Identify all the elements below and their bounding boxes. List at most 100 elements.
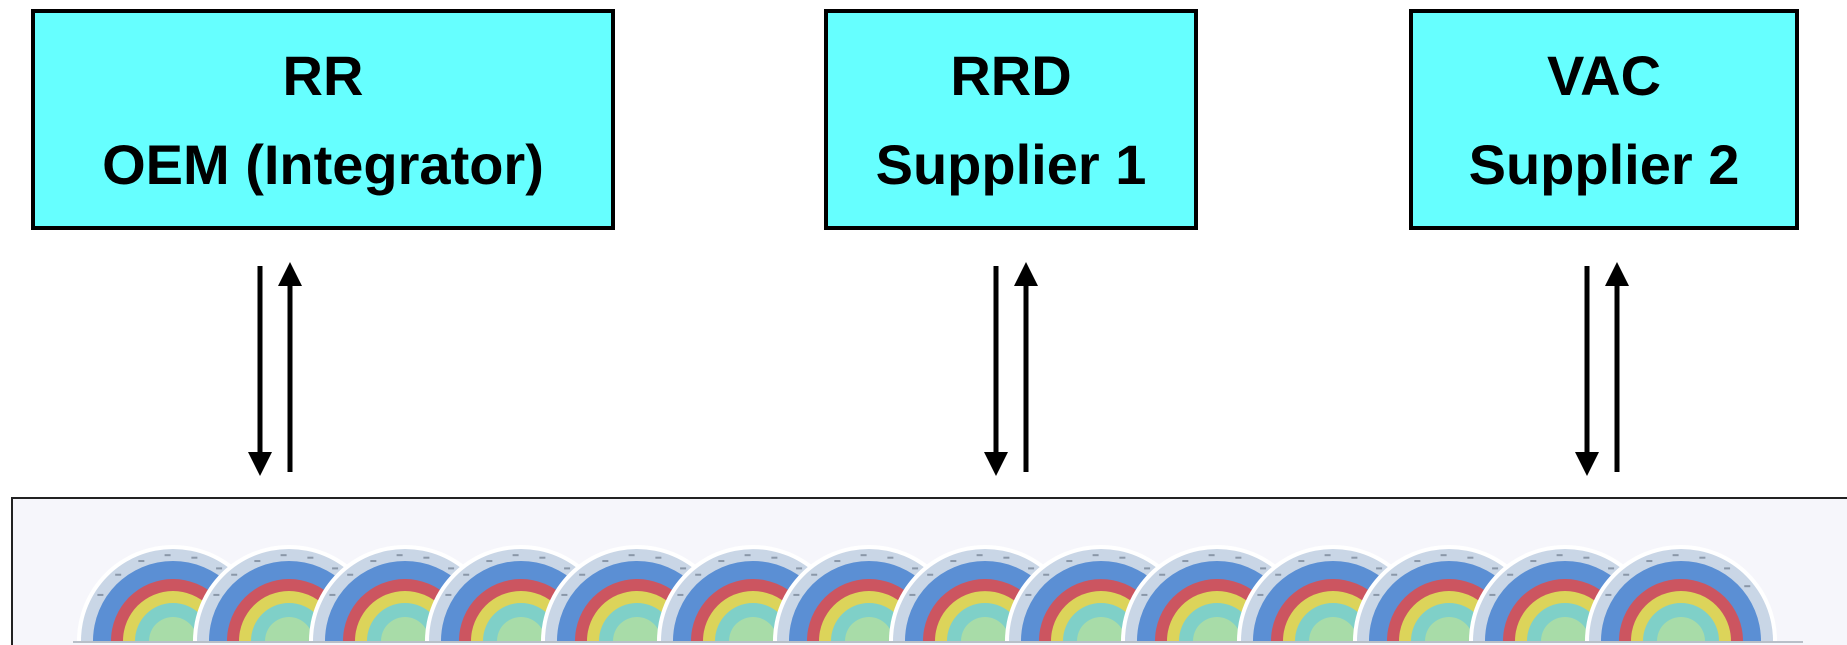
fan-label-mark bbox=[1623, 573, 1630, 576]
fan-label-mark bbox=[1391, 573, 1398, 576]
fan-label-mark bbox=[1025, 593, 1032, 596]
fan-label-mark bbox=[561, 593, 568, 596]
fan-label-mark bbox=[448, 567, 455, 570]
fan-label-mark bbox=[280, 554, 287, 557]
fan-label-mark bbox=[1556, 554, 1563, 557]
fan-label-mark bbox=[1672, 554, 1679, 557]
fan-label-mark bbox=[1141, 593, 1148, 596]
fan-label-mark bbox=[834, 560, 841, 563]
down-arrow-head bbox=[984, 452, 1008, 476]
fan-label-mark bbox=[796, 567, 803, 570]
fan-label-mark bbox=[1414, 560, 1421, 563]
box-role: OEM (Integrator) bbox=[102, 133, 544, 197]
fan-label-mark bbox=[1507, 573, 1514, 576]
fan-label-mark bbox=[216, 567, 223, 570]
box-code: VAC bbox=[1546, 43, 1662, 107]
fan-label-mark bbox=[950, 560, 957, 563]
fan-label-mark bbox=[486, 560, 493, 563]
fan-label-mark bbox=[1744, 585, 1751, 588]
fan-label-mark bbox=[771, 556, 778, 559]
fan-label-mark bbox=[539, 556, 546, 559]
fan-label-mark bbox=[579, 573, 586, 576]
fan-ring-5 bbox=[1077, 617, 1125, 641]
shared-data-panel bbox=[11, 497, 1847, 645]
fan-ring-5 bbox=[1193, 617, 1241, 641]
fan-label-mark bbox=[887, 556, 894, 559]
fan-label-mark bbox=[512, 554, 519, 557]
supplier-1-box: RRD Supplier 1 bbox=[824, 9, 1198, 230]
fan-diagram-icon bbox=[1585, 545, 1777, 641]
fan-label-mark bbox=[164, 554, 171, 557]
fan-label-mark bbox=[254, 560, 261, 563]
fan-label-mark bbox=[1298, 560, 1305, 563]
fan-label-mark bbox=[655, 556, 662, 559]
fan-label-mark bbox=[1159, 573, 1166, 576]
fan-label-mark bbox=[191, 556, 198, 559]
fan-ring-5 bbox=[613, 617, 661, 641]
box-role: Supplier 2 bbox=[1468, 133, 1740, 197]
fan-label-mark bbox=[1092, 554, 1099, 557]
fan-diagrams-strip bbox=[73, 545, 1803, 643]
fan-ring-5 bbox=[961, 617, 1009, 641]
fan-label-mark bbox=[1608, 567, 1615, 570]
supplier-2-box: VAC Supplier 2 bbox=[1409, 9, 1799, 230]
fan-label-mark bbox=[115, 573, 122, 576]
fan-label-mark bbox=[1530, 560, 1537, 563]
fan-label-mark bbox=[1257, 593, 1264, 596]
bidirectional-arrows-rr bbox=[248, 262, 302, 476]
fan-label-mark bbox=[677, 593, 684, 596]
down-arrow-head bbox=[1575, 452, 1599, 476]
fan-label-mark bbox=[1260, 567, 1267, 570]
fan-label-mark bbox=[329, 593, 336, 596]
fan-label-mark bbox=[231, 573, 238, 576]
fan-label-mark bbox=[628, 554, 635, 557]
fan-label-mark bbox=[396, 554, 403, 557]
fan-ring-5 bbox=[1425, 617, 1473, 641]
bidirectional-arrows-rrd bbox=[984, 262, 1038, 476]
fan-label-mark bbox=[1373, 593, 1380, 596]
fan-label-mark bbox=[1235, 556, 1242, 559]
fan-label-mark bbox=[1324, 554, 1331, 557]
fan-label-mark bbox=[138, 560, 145, 563]
box-code: RRD bbox=[950, 43, 1072, 107]
fan-label-mark bbox=[602, 560, 609, 563]
bidirectional-arrows-vac bbox=[1575, 262, 1629, 476]
box-role: Supplier 1 bbox=[875, 133, 1147, 197]
down-arrow-head bbox=[248, 452, 272, 476]
fan-label-mark bbox=[1028, 567, 1035, 570]
up-arrow-head bbox=[1014, 262, 1038, 286]
fan-label-mark bbox=[1119, 556, 1126, 559]
fan-label-mark bbox=[347, 573, 354, 576]
fan-label-mark bbox=[1467, 556, 1474, 559]
fan-label-mark bbox=[1605, 593, 1612, 596]
fan-label-mark bbox=[1699, 556, 1706, 559]
fan-label-mark bbox=[860, 554, 867, 557]
fan-label-mark bbox=[1646, 560, 1653, 563]
fan-ring-5 bbox=[381, 617, 429, 641]
fan-label-mark bbox=[445, 593, 452, 596]
fan-label-mark bbox=[680, 567, 687, 570]
fan-label-mark bbox=[1376, 567, 1383, 570]
fan-ring-5 bbox=[729, 617, 777, 641]
fan-label-mark bbox=[1066, 560, 1073, 563]
fan-label-mark bbox=[564, 567, 571, 570]
fan-label-mark bbox=[1351, 556, 1358, 559]
fan-label-mark bbox=[927, 573, 934, 576]
fan-label-mark bbox=[213, 593, 220, 596]
fan-label-mark bbox=[1492, 567, 1499, 570]
up-arrow-head bbox=[1605, 262, 1629, 286]
fan-label-mark bbox=[912, 567, 919, 570]
fan-label-mark bbox=[423, 556, 430, 559]
fan-label-mark bbox=[744, 554, 751, 557]
fan-label-mark bbox=[1043, 573, 1050, 576]
fan-label-mark bbox=[1182, 560, 1189, 563]
fan-label-mark bbox=[97, 593, 104, 596]
fan-ring-5 bbox=[1309, 617, 1357, 641]
fan-label-mark bbox=[976, 554, 983, 557]
fan-label-mark bbox=[1208, 554, 1215, 557]
fan-label-mark bbox=[909, 593, 916, 596]
fan-label-mark bbox=[811, 573, 818, 576]
fan-ring-5 bbox=[497, 617, 545, 641]
fan-label-mark bbox=[1275, 573, 1282, 576]
fan-label-mark bbox=[1440, 554, 1447, 557]
